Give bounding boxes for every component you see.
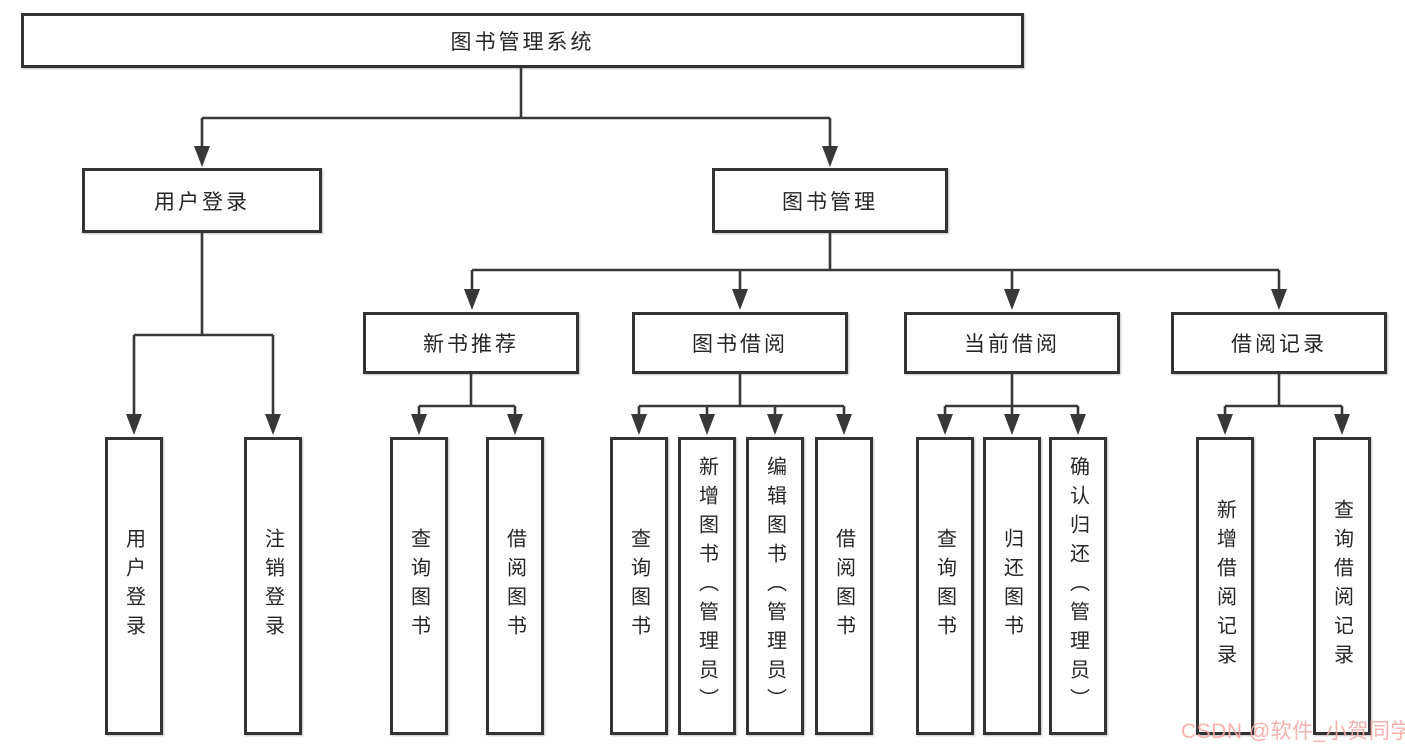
leaf-current-return-books: 归还图书	[983, 437, 1041, 735]
leaf-records-query-record: 查询借阅记录	[1313, 437, 1371, 735]
csdn-watermark: CSDN @软件_小贺同学	[1181, 720, 1405, 743]
node-user-login: 用户登录	[82, 168, 322, 233]
node-book-management: 图书管理	[712, 168, 948, 233]
arrowheads	[126, 146, 1350, 435]
leaf-borrowing-query-books: 查询图书	[610, 437, 668, 735]
node-book-borrowing: 图书借阅	[632, 312, 848, 374]
leaf-logout: 注销登录	[244, 437, 302, 735]
leaf-recommend-borrow-books: 借阅图书	[486, 437, 544, 735]
leaf-recommend-query-books: 查询图书	[390, 437, 448, 735]
leaf-records-add-record: 新增借阅记录	[1196, 437, 1254, 735]
leaf-borrowing-edit-books-admin: 编辑图书（管理员）	[746, 437, 804, 735]
leaf-borrowing-add-books-admin: 新增图书（管理员）	[678, 437, 736, 735]
node-library-management-system: 图书管理系统	[21, 13, 1024, 68]
leaf-current-confirm-return-admin: 确认归还（管理员）	[1049, 437, 1107, 735]
node-current-borrowing: 当前借阅	[904, 312, 1120, 374]
leaf-borrowing-borrow-books: 借阅图书	[815, 437, 873, 735]
node-new-book-recommendation: 新书推荐	[363, 312, 579, 374]
node-borrowing-records: 借阅记录	[1171, 312, 1387, 374]
leaf-current-query-books: 查询图书	[916, 437, 974, 735]
connector-path	[132, 68, 1344, 417]
leaf-user-login: 用户登录	[105, 437, 163, 735]
